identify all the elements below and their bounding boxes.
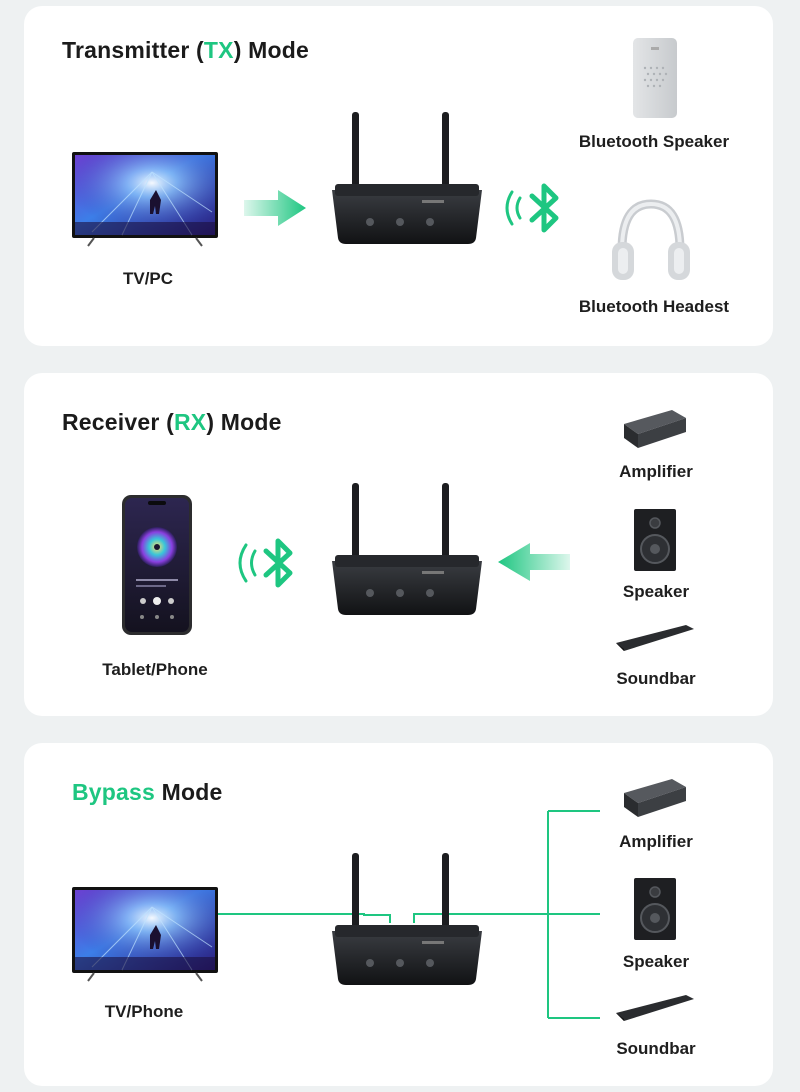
transmitter-mode-title: Transmitter (TX) Mode bbox=[62, 37, 310, 63]
arrow-right-icon bbox=[244, 190, 306, 226]
soundbar-label: Soundbar bbox=[616, 1039, 696, 1058]
receiver-mode-card: Receiver (RX) Mode Tablet/Phone A bbox=[24, 373, 773, 716]
bluetooth-speaker-icon bbox=[633, 38, 677, 118]
receiver-mode-title: Receiver (RX) Mode bbox=[62, 409, 282, 435]
tablet-phone-label: Tablet/Phone bbox=[102, 660, 208, 679]
headphones-icon bbox=[612, 199, 690, 280]
tv-icon bbox=[72, 152, 218, 247]
tv-icon bbox=[72, 887, 218, 982]
transceiver-device-icon bbox=[332, 483, 482, 615]
amplifier-label: Amplifier bbox=[619, 462, 693, 481]
bluetooth-headest-label: Bluetooth Headest bbox=[578, 297, 730, 316]
speaker-label: Speaker bbox=[622, 582, 690, 601]
bypass-mode-title: Bypass Mode bbox=[72, 779, 223, 805]
speaker-icon bbox=[634, 878, 676, 940]
bluetooth-speaker-label: Bluetooth Speaker bbox=[578, 132, 730, 151]
amplifier-label: Amplifier bbox=[619, 832, 693, 851]
transmitter-mode-card: Transmitter (TX) Mode TV/PC bbox=[24, 6, 773, 346]
rx-highlight: RX bbox=[173, 409, 207, 435]
soundbar-icon bbox=[616, 625, 694, 651]
tv-phone-label: TV/Phone bbox=[104, 1002, 184, 1021]
soundbar-label: Soundbar bbox=[616, 669, 696, 688]
amplifier-icon bbox=[624, 779, 686, 817]
bluetooth-signal-icon bbox=[505, 183, 559, 233]
bypass-highlight: Bypass bbox=[72, 779, 156, 805]
bluetooth-signal-icon bbox=[238, 538, 293, 588]
transceiver-device-icon bbox=[332, 853, 482, 985]
wired-connection-lines bbox=[214, 810, 600, 1019]
amplifier-icon bbox=[624, 410, 686, 448]
arrow-left-icon bbox=[498, 543, 570, 581]
speaker-label: Speaker bbox=[622, 952, 690, 971]
transceiver-device-icon bbox=[332, 112, 482, 244]
soundbar-icon bbox=[616, 995, 694, 1021]
tv-pc-label: TV/PC bbox=[122, 269, 174, 288]
tx-highlight: TX bbox=[203, 37, 234, 63]
speaker-icon bbox=[634, 509, 676, 571]
phone-icon bbox=[122, 495, 192, 635]
bypass-mode-card: Bypass Mode TV/Phone bbox=[24, 743, 773, 1086]
